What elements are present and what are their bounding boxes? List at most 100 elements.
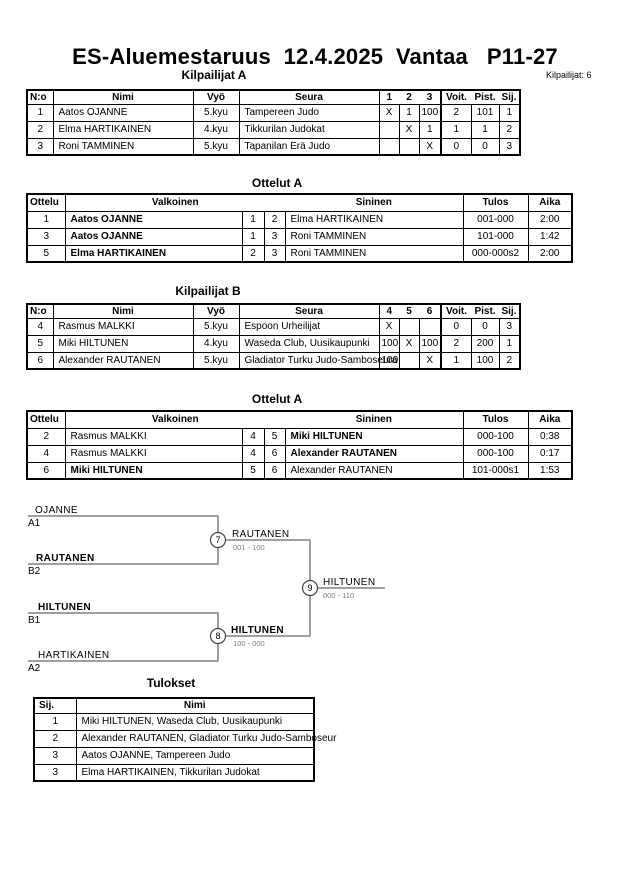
match-9-circle xyxy=(301,579,319,597)
match-number: 5 xyxy=(26,244,66,263)
results-table: Sij. Nimi 1 Miki HILTUNEN, Waseda Club, … xyxy=(33,697,336,782)
col-header-4: 4 xyxy=(378,303,399,319)
section-heading-pool-b: Kilpailijat B xyxy=(175,284,241,298)
match-time: 2:00 xyxy=(527,210,573,229)
competitor-belt: 5.kyu xyxy=(192,103,240,122)
competitor-number: 3 xyxy=(26,137,54,156)
match-number-label: 8 xyxy=(215,631,220,641)
competitor-club: Tikkurilan Judokat xyxy=(238,120,380,139)
result-place: 2 xyxy=(33,729,77,748)
competitor-number: 1 xyxy=(26,103,54,122)
blue-number: 5 xyxy=(263,427,286,446)
bracket-seed-label: B1 xyxy=(28,615,41,626)
match-result: 001-000 xyxy=(462,210,529,229)
place-cell: 2 xyxy=(498,351,521,370)
competitor-name: Roni TAMMINEN xyxy=(52,137,194,156)
score-cell: X xyxy=(418,137,442,156)
col-header-vyo: Vyö xyxy=(192,303,240,319)
bracket-seed-label: A2 xyxy=(28,663,41,674)
points-cell: 1 xyxy=(470,120,500,139)
result-row: 3 Aatos OJANNE, Tampereen Judo xyxy=(33,746,315,765)
col-header-aika: Aika xyxy=(527,410,573,429)
result-row: 2 Alexander RAUTANEN, Gladiator Turku Ju… xyxy=(33,729,336,748)
result-place: 3 xyxy=(33,746,77,765)
match-row: 4 Rasmus MALKKI 4 6 Alexander RAUTANEN 0… xyxy=(26,444,573,463)
participants-count: Kilpailijat: 6 xyxy=(546,70,592,80)
section-heading-results: Tulokset xyxy=(146,676,196,690)
bracket-entrant-name: RAUTANEN xyxy=(36,553,95,564)
match-time: 1:53 xyxy=(527,461,573,480)
white-competitor: Miki HILTUNEN xyxy=(64,461,243,480)
col-header-valkoinen: Valkoinen xyxy=(64,410,285,429)
blue-competitor: Alexander RAUTANEN xyxy=(284,444,464,463)
table-row: 3 Roni TAMMINEN 5.kyu Tapanilan Erä Judo… xyxy=(26,137,521,156)
bracket-match-score: 001 - 100 xyxy=(233,543,265,552)
result-name: Elma HARTIKAINEN, Tikkurilan Judokat xyxy=(75,763,315,782)
match-time: 0:17 xyxy=(527,444,573,463)
bracket-winner-name: HILTUNEN xyxy=(323,577,375,588)
competitor-number: 4 xyxy=(26,317,54,336)
final-bracket-diagram: OJANNE A1 RAUTANEN B2 HILTUNEN B1 HARTIK… xyxy=(28,505,385,674)
white-competitor: Rasmus MALKKI xyxy=(64,444,243,463)
blue-number: 3 xyxy=(263,244,286,263)
col-header-1: 1 xyxy=(378,89,399,105)
col-header-voit: Voit. xyxy=(440,89,471,105)
match-number: 2 xyxy=(26,427,66,446)
match-row: 2 Rasmus MALKKI 4 5 Miki HILTUNEN 000-10… xyxy=(26,427,573,446)
score-cell: 1 xyxy=(398,103,420,122)
table-row: 4 Rasmus MALKKI 5.kyu Espoon Urheilijat … xyxy=(26,317,521,336)
bracket-lines xyxy=(28,515,385,662)
page-title: ES-Aluemestaruus 12.4.2025 Vantaa P11-27 xyxy=(72,44,558,69)
result-row: 1 Miki HILTUNEN, Waseda Club, Uusikaupun… xyxy=(33,712,315,731)
match-result: 000-100 xyxy=(462,444,529,463)
place-cell: 3 xyxy=(498,137,521,156)
wins-cell: 0 xyxy=(440,317,472,336)
blue-competitor: Miki HILTUNEN xyxy=(284,427,464,446)
match-number: 6 xyxy=(26,461,66,480)
place-cell: 3 xyxy=(498,317,521,336)
competitor-belt: 4.kyu xyxy=(192,120,240,139)
wins-cell: 2 xyxy=(440,103,472,122)
match-number: 3 xyxy=(26,227,66,246)
match-number: 1 xyxy=(26,210,66,229)
competitor-name: Miki HILTUNEN xyxy=(52,334,194,353)
competitor-name: Alexander RAUTANEN xyxy=(52,351,194,370)
table-row: 1 Aatos OJANNE 5.kyu Tampereen Judo X 1 … xyxy=(26,103,521,122)
blue-number: 3 xyxy=(263,227,286,246)
points-cell: 0 xyxy=(470,317,500,336)
score-cell: X xyxy=(418,351,442,370)
place-cell: 1 xyxy=(498,334,521,353)
blue-competitor: Roni TAMMINEN xyxy=(284,227,464,246)
competitor-name: Aatos OJANNE xyxy=(52,103,194,122)
bracket-seed-label: A1 xyxy=(28,518,41,529)
match-time: 0:38 xyxy=(527,427,573,446)
col-header-tulos: Tulos xyxy=(462,410,529,429)
section-heading-pool-a: Kilpailijat A xyxy=(181,68,247,82)
bracket-winner-name: RAUTANEN xyxy=(232,529,289,540)
bracket-match-score: 100 - 000 xyxy=(233,639,265,648)
blue-competitor: Roni TAMMINEN xyxy=(284,244,464,263)
col-header-3: 3 xyxy=(419,89,442,105)
col-header-6: 6 xyxy=(419,303,442,319)
bracket-match-score: 000 - 110 xyxy=(323,591,354,600)
competitor-belt: 5.kyu xyxy=(192,137,240,156)
matches-a-table: Ottelu Valkoinen Sininen Tulos Aika 1 Aa… xyxy=(26,193,573,263)
col-header-sij: Sij. xyxy=(499,303,521,319)
points-cell: 200 xyxy=(470,334,500,353)
match-7-circle xyxy=(209,531,227,549)
white-number: 4 xyxy=(241,444,265,463)
competitor-club: Espoon Urheilijat xyxy=(238,317,380,336)
score-cell: X xyxy=(398,334,420,353)
match-result: 000-100 xyxy=(462,427,529,446)
col-header-ottelu: Ottelu xyxy=(26,410,66,429)
col-header-aika: Aika xyxy=(527,193,573,212)
col-header-sij: Sij. xyxy=(33,697,77,714)
match-row: 5 Elma HARTIKAINEN 2 3 Roni TAMMINEN 000… xyxy=(26,244,573,263)
col-header-sininen: Sininen xyxy=(285,410,464,429)
col-header-pist: Pist. xyxy=(471,89,499,105)
blue-number: 2 xyxy=(263,210,286,229)
score-cell: 1 xyxy=(418,120,442,139)
result-place: 3 xyxy=(33,763,77,782)
section-heading-matches-a: Ottelut A xyxy=(251,176,303,190)
